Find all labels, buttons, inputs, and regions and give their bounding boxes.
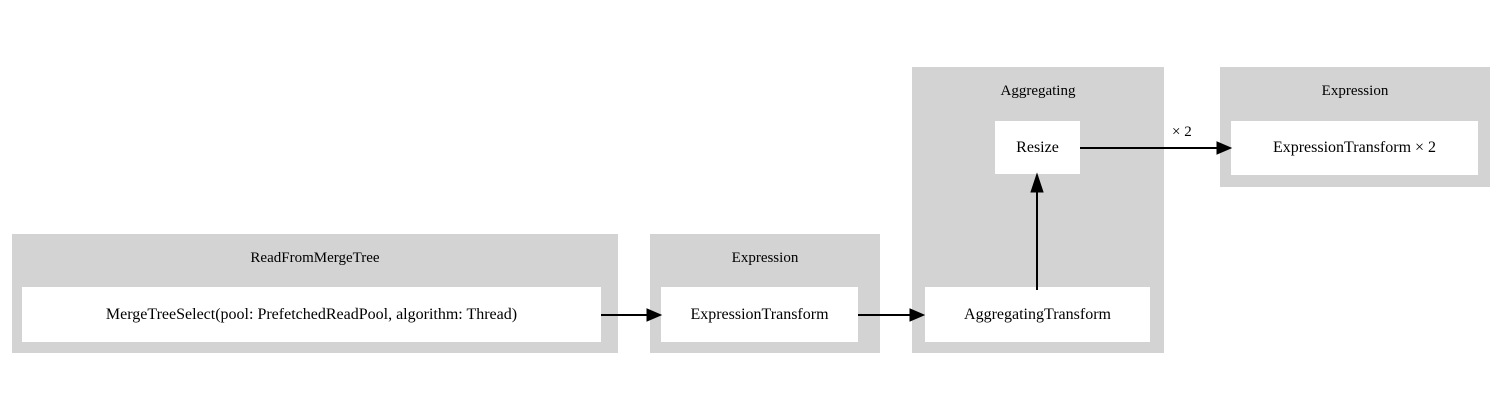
node-aggregating-transform[interactable]: AggregatingTransform xyxy=(925,287,1150,342)
node-expression-transform[interactable]: ExpressionTransform xyxy=(661,287,858,342)
arrowhead-icon xyxy=(1030,172,1044,193)
node-resize-label: Resize xyxy=(1016,138,1059,156)
edge-expression-transform-to-aggregating-transform xyxy=(858,308,926,322)
cluster-title-expression-1: Expression xyxy=(731,250,799,266)
edge-resize-to-expression-transform-x2 xyxy=(1080,141,1233,155)
node-expression-transform-x2-label: ExpressionTransform × 2 xyxy=(1272,139,1437,156)
node-expression-transform-x2[interactable]: ExpressionTransform × 2 xyxy=(1231,121,1478,175)
arrowhead-icon xyxy=(909,308,926,322)
arrowhead-icon xyxy=(1216,141,1233,155)
edge-aggregating-transform-to-resize xyxy=(1030,172,1044,290)
arrowhead-icon xyxy=(646,308,663,322)
edge-label-resize-to-expression-transform-x2: × 2 xyxy=(1172,124,1192,140)
node-aggregating-transform-label: AggregatingTransform xyxy=(964,305,1111,323)
cluster-title-read-from-merge-tree: ReadFromMergeTree xyxy=(250,250,380,266)
cluster-title-aggregating: Aggregating xyxy=(1000,83,1076,99)
node-merge-tree-select[interactable]: MergeTreeSelect(pool: PrefetchedReadPool… xyxy=(22,287,601,342)
node-expression-transform-label: ExpressionTransform xyxy=(690,305,829,323)
node-resize[interactable]: Resize xyxy=(995,121,1080,174)
node-merge-tree-select-label: MergeTreeSelect(pool: PrefetchedReadPool… xyxy=(105,305,518,323)
edge-merge-tree-select-to-expression-transform xyxy=(601,308,663,322)
cluster-title-expression-2: Expression xyxy=(1321,83,1389,99)
